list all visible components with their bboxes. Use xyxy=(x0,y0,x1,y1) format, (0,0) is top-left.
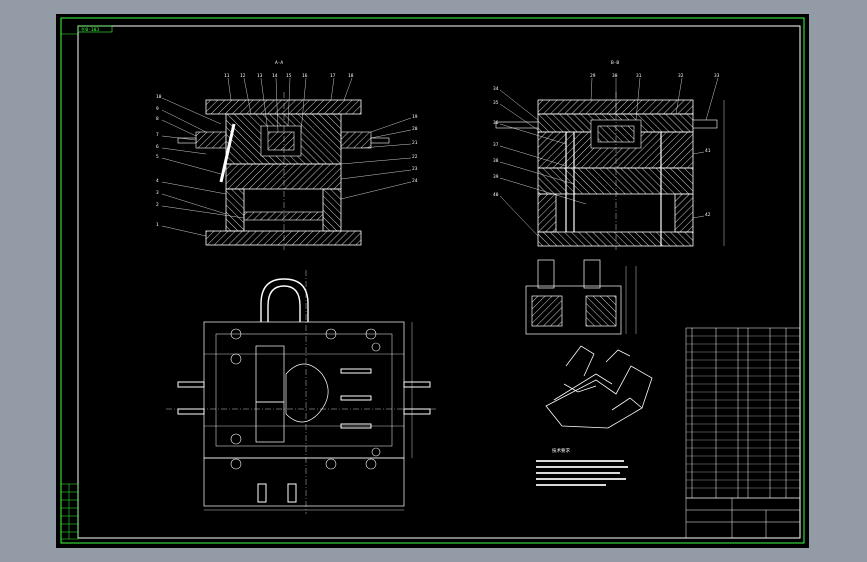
technical-notes: 技术要求 xyxy=(536,447,628,486)
mold-assembly-drawing: Ⓡ0-103 A-A xyxy=(60,17,805,544)
part-number-label: 34 xyxy=(493,86,499,92)
part-number-label: 15 xyxy=(286,73,292,79)
section-a-part-labels: 11 12 13 14 15 16 17 18 10 9 8 7 6 5 4 3… xyxy=(156,73,418,228)
part-number-label: 6 xyxy=(156,144,159,150)
part-number-label: 35 xyxy=(493,100,499,106)
parts-list-table xyxy=(685,327,801,539)
part-number-label: 16 xyxy=(302,73,308,79)
part-number-label: 36 xyxy=(493,120,499,126)
plan-view xyxy=(166,270,436,514)
outer-frame xyxy=(60,17,805,544)
part-number-label: 37 xyxy=(493,142,499,148)
part-number-label: 40 xyxy=(493,192,499,198)
part-number-label: 7 xyxy=(156,132,159,138)
part-number-label: 2 xyxy=(156,202,159,208)
part-number-label: 14 xyxy=(272,73,278,79)
part-number-label: 24 xyxy=(412,178,418,184)
section-view-a: A-A xyxy=(156,60,418,250)
part-number-label: 18 xyxy=(348,73,354,79)
section-view-b: B-B xyxy=(493,60,725,250)
part-number-label: 42 xyxy=(705,212,711,218)
part-number-label: 20 xyxy=(412,126,418,132)
part-number-label: 29 xyxy=(590,73,596,79)
cad-viewport[interactable]: Ⓡ0-103 A-A xyxy=(56,14,809,548)
part-number-label: 22 xyxy=(412,154,418,160)
part-number-label: 31 xyxy=(636,73,642,79)
part-number-label: 21 xyxy=(412,140,418,146)
cavity-detail-view xyxy=(525,259,637,335)
part-number-label: 11 xyxy=(224,73,230,79)
drawing-number-box xyxy=(77,25,113,33)
filing-strip xyxy=(60,483,79,540)
part-number-label: 12 xyxy=(240,73,246,79)
inner-frame xyxy=(77,25,801,539)
part-number-label: 39 xyxy=(493,174,499,180)
part-number-label: 1 xyxy=(156,222,159,228)
part-number-label: 41 xyxy=(705,148,711,154)
part-number-label: 9 xyxy=(156,106,159,112)
part-number-label: 5 xyxy=(156,154,159,160)
part-number-label: 3 xyxy=(156,190,159,196)
part-number-label: 19 xyxy=(412,114,418,120)
section-b-part-labels: 29 30 31 32 33 34 35 36 37 38 39 40 41 4… xyxy=(493,73,720,218)
part-number-label: 30 xyxy=(612,73,618,79)
part-number-label: 38 xyxy=(493,158,499,164)
part-number-label: 13 xyxy=(257,73,263,79)
notes-heading: 技术要求 xyxy=(552,447,570,454)
part-number-label: 32 xyxy=(678,73,684,79)
section-a-title: A-A xyxy=(275,60,283,66)
section-b-title: B-B xyxy=(611,60,619,66)
drawing-number: Ⓡ0-103 xyxy=(81,26,99,33)
part-number-label: 4 xyxy=(156,178,159,184)
part-number-label: 17 xyxy=(330,73,336,79)
part-number-label: 33 xyxy=(714,73,720,79)
part-number-label: 23 xyxy=(412,166,418,172)
part-isometric-view xyxy=(545,345,653,429)
part-number-label: 8 xyxy=(156,116,159,122)
part-number-label: 10 xyxy=(156,94,162,100)
